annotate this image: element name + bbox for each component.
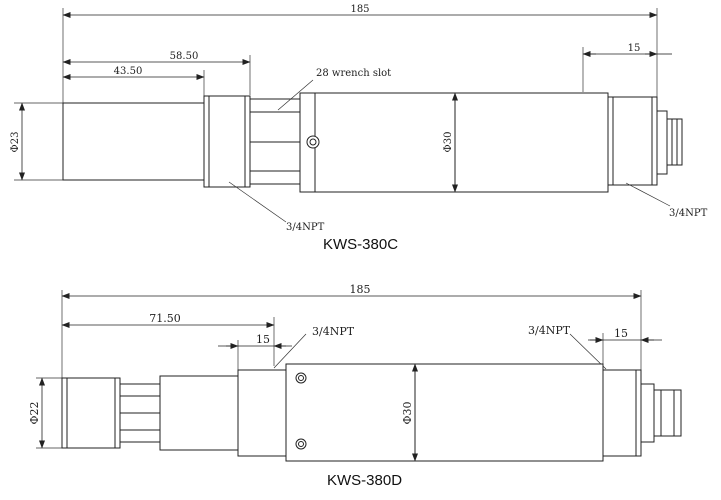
leader-npt-right [625, 182, 671, 207]
dim-dia-30-bottom: Φ30 [401, 363, 418, 462]
dim-dia-23-label: Φ23 [10, 132, 21, 153]
leader-npt-left [228, 181, 287, 223]
left-cylinder [62, 102, 205, 181]
right-collar-bottom [602, 369, 642, 457]
wrench-slot-note: 28 wrench slot [316, 68, 391, 79]
npt-right-bottom-label: 3/4NPT [528, 324, 571, 337]
set-screw-upper [295, 372, 307, 384]
dim-15-bottom-right: 15 [588, 327, 662, 343]
right-tip-bottom [653, 389, 682, 437]
dim-71-50: 71.50 [61, 312, 275, 328]
model-label-bottom: KWS-380D [327, 472, 402, 489]
dim-43-50: 43.50 [62, 66, 205, 80]
left-fitting [61, 377, 121, 449]
left-collar-bottom [237, 369, 287, 457]
npt-right-top-label: 3/4NPT [669, 208, 708, 219]
dim-dia-30-bottom-label: Φ30 [401, 401, 414, 424]
model-label-top: KWS-380C [323, 236, 398, 253]
main-housing-bottom [285, 363, 604, 462]
drawing-kws-380c: 185 58.50 43.50 15 Φ23 [10, 4, 708, 253]
main-housing [299, 92, 609, 193]
leader-npt-left-bottom [273, 333, 307, 369]
drawing-kws-380d: 185 71.50 15 15 3/4NPT 3/4NPT [28, 283, 682, 489]
dim-dia-30-top: Φ30 [443, 92, 458, 193]
right-collar [607, 96, 658, 186]
npt-left-top-label: 3/4NPT [286, 222, 325, 233]
dim-dia-22: Φ22 [28, 377, 62, 449]
dim-overall-length-bottom: 185 [61, 283, 642, 299]
dim-15-bottom-left: 15 [218, 333, 292, 349]
dim-71-50-label: 71.50 [149, 312, 181, 325]
dim-15-top: 15 [582, 43, 672, 57]
dim-overall-length-top: 185 [62, 4, 658, 18]
dim-15-bottom-right-label: 15 [614, 327, 628, 340]
leader-wrench-slot [277, 79, 314, 111]
set-screw-lower [295, 438, 307, 450]
dim-dia-22-label: Φ22 [28, 401, 41, 424]
dim-43-50-label: 43.50 [114, 66, 143, 77]
npt-left-bottom-label: 3/4NPT [312, 325, 355, 338]
leader-npt-right-bottom [569, 333, 607, 370]
right-nipple-bottom [640, 383, 655, 443]
dim-58-50: 58.50 [62, 51, 251, 65]
dim-dia-23: Φ23 [10, 102, 63, 181]
dim-dia-30-top-label: Φ30 [443, 132, 454, 153]
left-hex [159, 375, 239, 451]
dim-185-label: 185 [350, 4, 369, 15]
left-collar [203, 95, 251, 188]
right-nipple [656, 110, 668, 175]
set-screw [306, 135, 320, 149]
dim-185-bottom-label: 185 [350, 283, 371, 296]
dim-15-bottom-left-label: 15 [256, 333, 270, 346]
dim-15-top-label: 15 [628, 43, 641, 54]
right-tip [666, 118, 683, 166]
dim-58-50-label: 58.50 [170, 51, 199, 62]
